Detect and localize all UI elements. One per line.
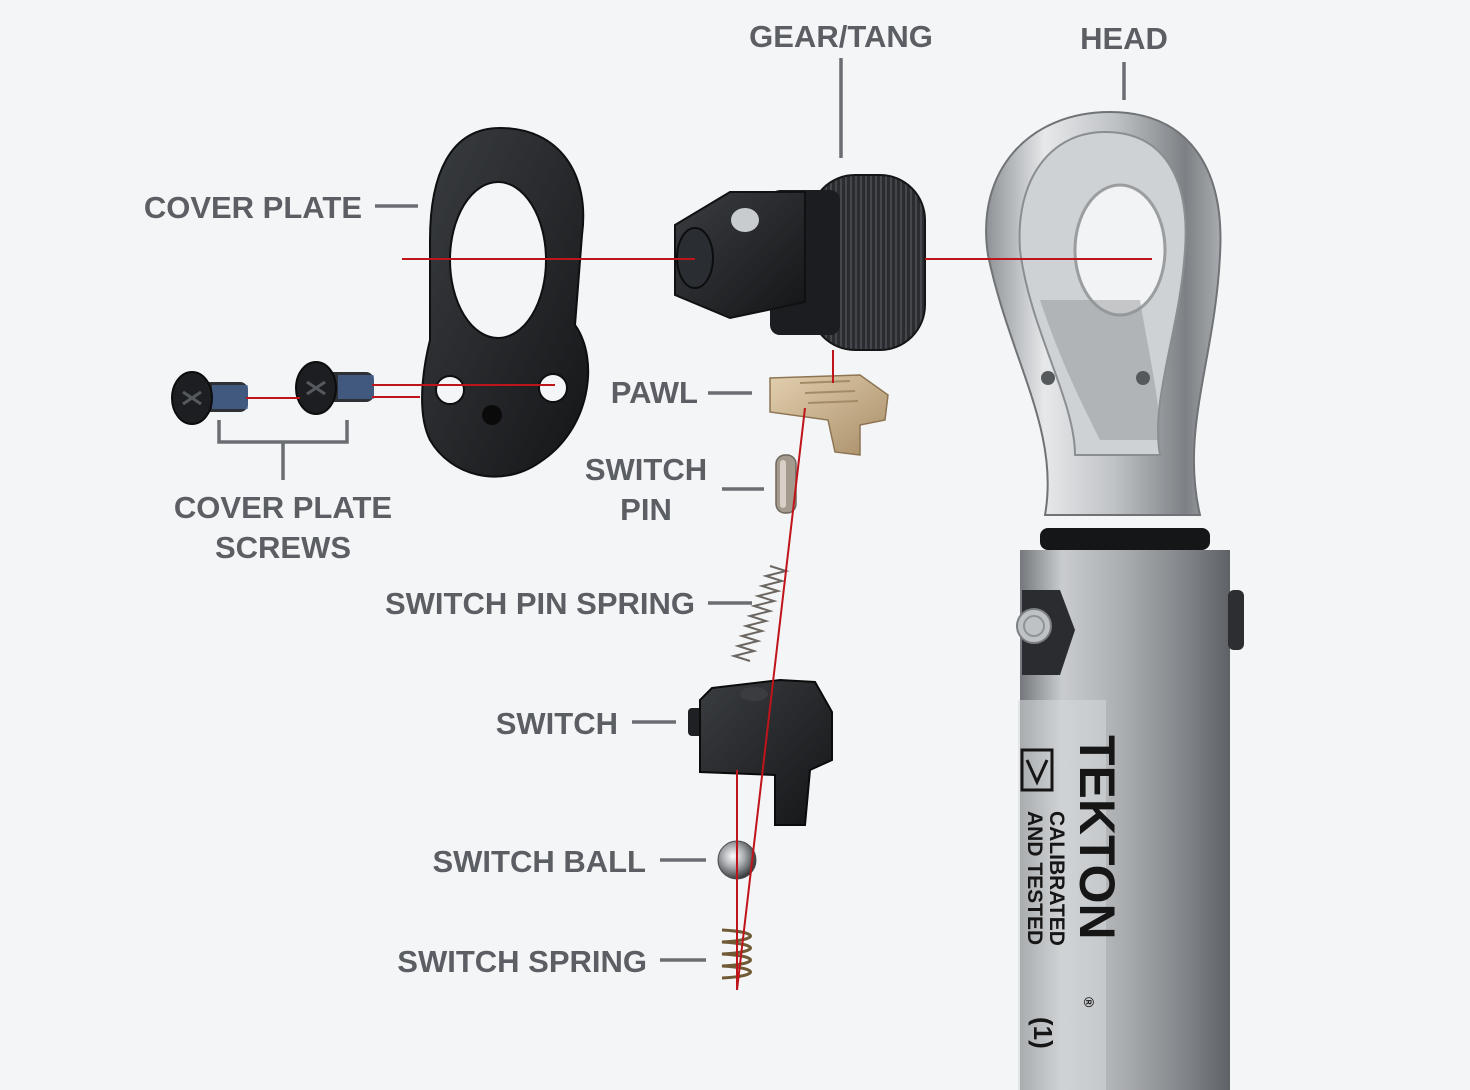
switch bbox=[688, 678, 833, 826]
gear-tang bbox=[674, 174, 926, 351]
label-head: HEAD bbox=[1080, 21, 1168, 56]
leader-lines bbox=[217, 58, 1126, 962]
wrench-handle bbox=[1018, 550, 1244, 1090]
label-cover-plate: COVER PLATE bbox=[144, 190, 362, 225]
part-labels: GEAR/TANG HEAD COVER PLATE PAWL SWITCH P… bbox=[144, 19, 1168, 979]
label-switch-ball: SWITCH BALL bbox=[432, 844, 646, 879]
handle-brand: TEKTON bbox=[1069, 735, 1125, 940]
label-switch: SWITCH bbox=[496, 706, 618, 741]
label-gear-tang: GEAR/TANG bbox=[749, 19, 933, 54]
label-cover-plate-screws-2: SCREWS bbox=[215, 530, 351, 565]
label-switch-spring: SWITCH SPRING bbox=[397, 944, 647, 979]
switch-spring bbox=[721, 928, 752, 980]
tekton-logo-icon bbox=[1020, 748, 1054, 792]
assembly-axes bbox=[246, 258, 1152, 991]
cover-plate bbox=[421, 126, 590, 478]
label-cover-plate-screws-1: COVER PLATE bbox=[174, 490, 392, 525]
wrench-head bbox=[985, 110, 1222, 516]
pawl bbox=[769, 374, 889, 456]
handle-mark: (1) bbox=[1028, 1017, 1058, 1049]
handle-lock-knob bbox=[1016, 590, 1075, 675]
label-switch-pin-1: SWITCH bbox=[585, 452, 707, 487]
cover-plate-screw-right bbox=[295, 361, 374, 415]
handle-registered: ® bbox=[1081, 997, 1097, 1008]
label-pawl: PAWL bbox=[611, 375, 698, 410]
handle-line-2: AND TESTED bbox=[1023, 811, 1046, 945]
label-switch-pin-spring: SWITCH PIN SPRING bbox=[385, 586, 695, 621]
label-switch-pin-2: PIN bbox=[620, 492, 672, 527]
handle-line-1: CALIBRATED bbox=[1045, 811, 1068, 946]
cover-plate-screw-left bbox=[171, 371, 248, 425]
switch-pin-spring bbox=[730, 565, 790, 662]
wrench-collar bbox=[1040, 528, 1210, 550]
